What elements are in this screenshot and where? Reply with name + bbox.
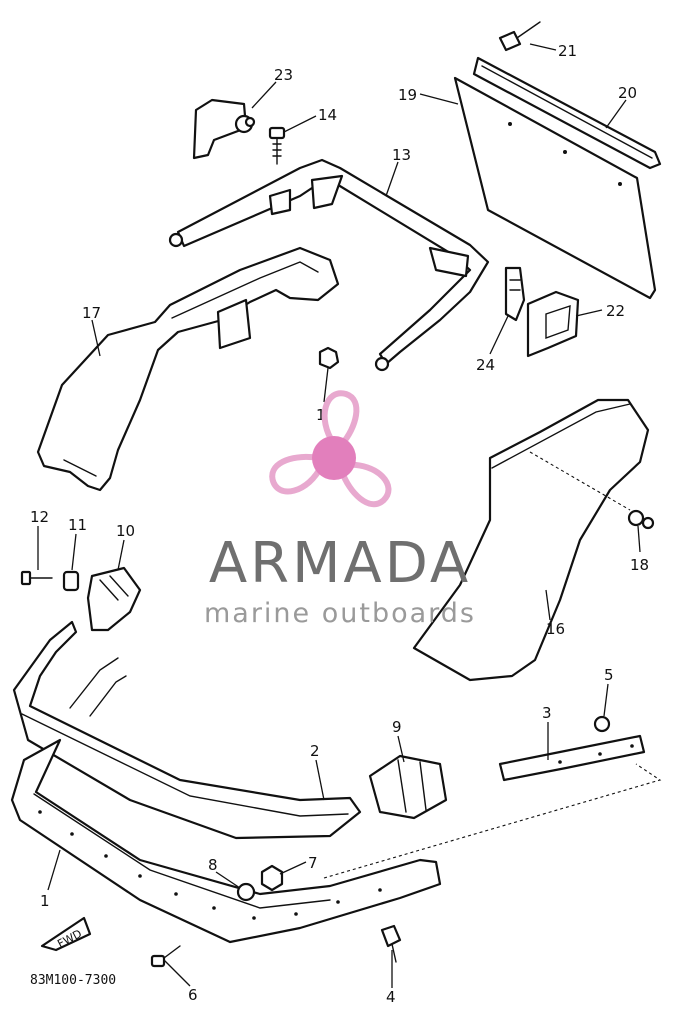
part-6-screw <box>150 945 181 968</box>
part-16-cowling <box>412 398 650 682</box>
callout-9: 9 <box>392 718 402 736</box>
callout-20: 20 <box>618 84 637 102</box>
brand-tagline: marine outboards <box>204 598 476 629</box>
leader-lines <box>37 43 641 988</box>
callout-17: 17 <box>82 304 101 322</box>
part-15-nut <box>318 346 340 370</box>
part-24-clip <box>504 266 526 322</box>
part-8-washer <box>236 882 256 902</box>
part-19-panel <box>453 76 657 300</box>
callout-13: 13 <box>392 146 411 164</box>
part-13-frame <box>168 158 490 372</box>
part-1-bumper <box>10 738 442 944</box>
callout-3: 3 <box>542 704 552 722</box>
part-11-bushing <box>62 570 80 592</box>
part-20-strip <box>472 56 662 170</box>
brand-name: ARMADA <box>209 531 471 596</box>
callout-11: 11 <box>68 516 87 534</box>
callout-6: 6 <box>188 986 198 1004</box>
callout-19: 19 <box>398 86 417 104</box>
callout-7: 7 <box>308 854 318 872</box>
part-4-rivet <box>380 924 402 963</box>
callout-24: 24 <box>476 356 495 374</box>
callout-8: 8 <box>208 856 218 874</box>
callout-4: 4 <box>386 988 396 1006</box>
callout-12: 12 <box>30 508 49 526</box>
callout-2: 2 <box>310 742 320 760</box>
propeller-logo-icon <box>267 390 395 510</box>
diagram-code: 83M100-7300 <box>30 973 116 988</box>
part-21-rivet <box>498 21 541 52</box>
part-23-bracket <box>192 98 256 160</box>
part-14-bolt <box>268 126 286 165</box>
part-17-cowling <box>36 246 340 492</box>
part-12-screw <box>20 570 53 586</box>
fwd-label: FWD <box>55 927 84 951</box>
part-7-nut <box>260 864 284 892</box>
part-5-washer <box>593 715 611 733</box>
callout-21: 21 <box>558 42 577 60</box>
callout-22: 22 <box>606 302 625 320</box>
watermark: ARMADA marine outboards <box>204 390 476 629</box>
callout-23: 23 <box>274 66 293 84</box>
callout-1: 1 <box>40 892 50 910</box>
part-9-block <box>368 754 448 820</box>
part-2-bumper <box>12 620 362 840</box>
callout-14: 14 <box>318 106 337 124</box>
part-3-strip <box>498 734 646 782</box>
part-18-grommet <box>627 509 655 530</box>
part-22-latch <box>526 290 580 358</box>
callout-18: 18 <box>630 556 649 574</box>
callout-labels: 1 2 3 4 5 6 7 8 9 10 11 12 13 14 15 16 1… <box>30 42 649 1006</box>
part-10-bracket <box>86 566 142 632</box>
callout-10: 10 <box>116 522 135 540</box>
fwd-arrow: FWD <box>40 916 92 952</box>
callout-16: 16 <box>546 620 565 638</box>
callout-5: 5 <box>604 666 614 684</box>
assembly-line <box>323 763 662 879</box>
